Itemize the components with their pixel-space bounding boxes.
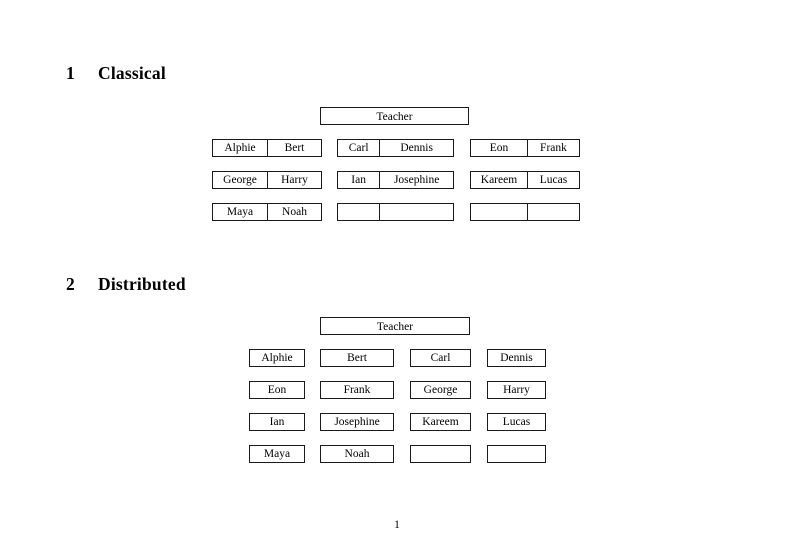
section-heading-distributed: 2 Distributed [66,274,186,295]
section-title: Classical [98,63,166,83]
student-box-row1-col4: Dennis [487,349,546,367]
student-cell: Ian [351,174,366,186]
student-cell: Frank [526,140,579,156]
student-cell: Josephine [379,172,453,188]
student-cell: Noah [344,448,370,460]
section-number: 1 [66,63,75,83]
student-cell: George [223,174,257,186]
student-cell: Maya [226,206,254,218]
student-cell: Carl [348,142,369,154]
student-box-row3-col4: Lucas [487,413,546,431]
student-cell: Bert [347,352,367,364]
student-box-row2-col4: Harry [487,381,546,399]
student-box-row4-col3 [410,445,471,463]
student-box-row1-col2: Bert [320,349,394,367]
student-cell: George [423,384,458,396]
student-cell: Frank [343,384,371,396]
page-number: 1 [394,519,400,531]
student-box-row4-col4 [487,445,546,463]
student-cell: Ian [269,416,285,428]
student-group-row3-col3 [470,203,580,221]
student-box-row2-col3: George [410,381,471,399]
student-group-row2-col3: Kareem Lucas [470,171,580,189]
student-cell [338,204,379,220]
student-group-row1-col2: Carl Dennis [337,139,454,157]
student-cell [411,446,470,462]
student-cell: Alphie [261,352,293,364]
student-group-row1-col1: Alphie Bert [212,139,322,157]
student-cell: Kareem [422,416,459,428]
student-cell [526,204,579,220]
student-box-row4-col2: Noah [320,445,394,463]
student-group-row2-col1: George Harry [212,171,322,189]
student-box-row3-col2: Josephine [320,413,394,431]
student-cell: Harry [266,172,321,188]
student-cell: Maya [263,448,291,460]
section-title: Distributed [98,274,186,294]
section-number: 2 [66,274,75,294]
student-cell: Josephine [334,416,380,428]
student-cell: Noah [266,204,321,220]
student-cell: Dennis [500,352,533,364]
student-group-row1-col3: Eon Frank [470,139,580,157]
teacher-box-classical: Teacher [320,107,469,125]
student-box-row2-col1: Eon [249,381,305,399]
student-cell: Bert [266,140,321,156]
student-group-row2-col2: Ian Josephine [337,171,454,189]
student-cell: Eon [489,142,509,154]
student-cell: Alphie [224,142,256,154]
student-cell: Lucas [526,172,579,188]
student-box-row3-col1: Ian [249,413,305,431]
student-box-row1-col1: Alphie [249,349,305,367]
student-cell [379,204,453,220]
student-cell: Lucas [502,416,531,428]
teacher-box-distributed: Teacher [320,317,470,335]
student-cell: Dennis [379,140,453,156]
student-cell: Carl [430,352,451,364]
student-cell [471,204,527,220]
student-group-row3-col2 [337,203,454,221]
student-cell: Kareem [480,174,518,186]
student-cell [488,446,545,462]
student-box-row1-col3: Carl [410,349,471,367]
student-cell: Eon [267,384,287,396]
student-group-row3-col1: Maya Noah [212,203,322,221]
student-box-row3-col3: Kareem [410,413,471,431]
student-box-row2-col2: Frank [320,381,394,399]
student-cell: Harry [503,384,530,396]
student-box-row4-col1: Maya [249,445,305,463]
section-heading-classical: 1 Classical [66,63,166,84]
